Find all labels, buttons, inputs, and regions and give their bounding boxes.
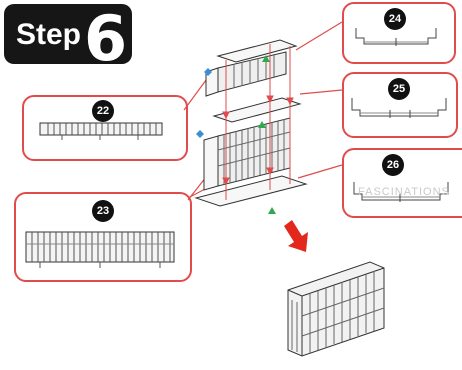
direction-arrow [284, 220, 308, 252]
part-25-drawing [352, 98, 446, 118]
part-number-badge-26: 26 [382, 154, 404, 176]
part-number-badge-23: 23 [92, 200, 114, 222]
part-23-drawing [26, 232, 174, 268]
part-22-drawing [40, 123, 162, 140]
watermark-text: FASCINATIONS [358, 186, 450, 198]
part-24-drawing [356, 28, 436, 46]
assembled-model [288, 262, 384, 356]
part-number-badge-25: 25 [388, 78, 410, 100]
part-number-badge-22: 22 [92, 100, 114, 122]
part-number-badge-24: 24 [384, 8, 406, 30]
